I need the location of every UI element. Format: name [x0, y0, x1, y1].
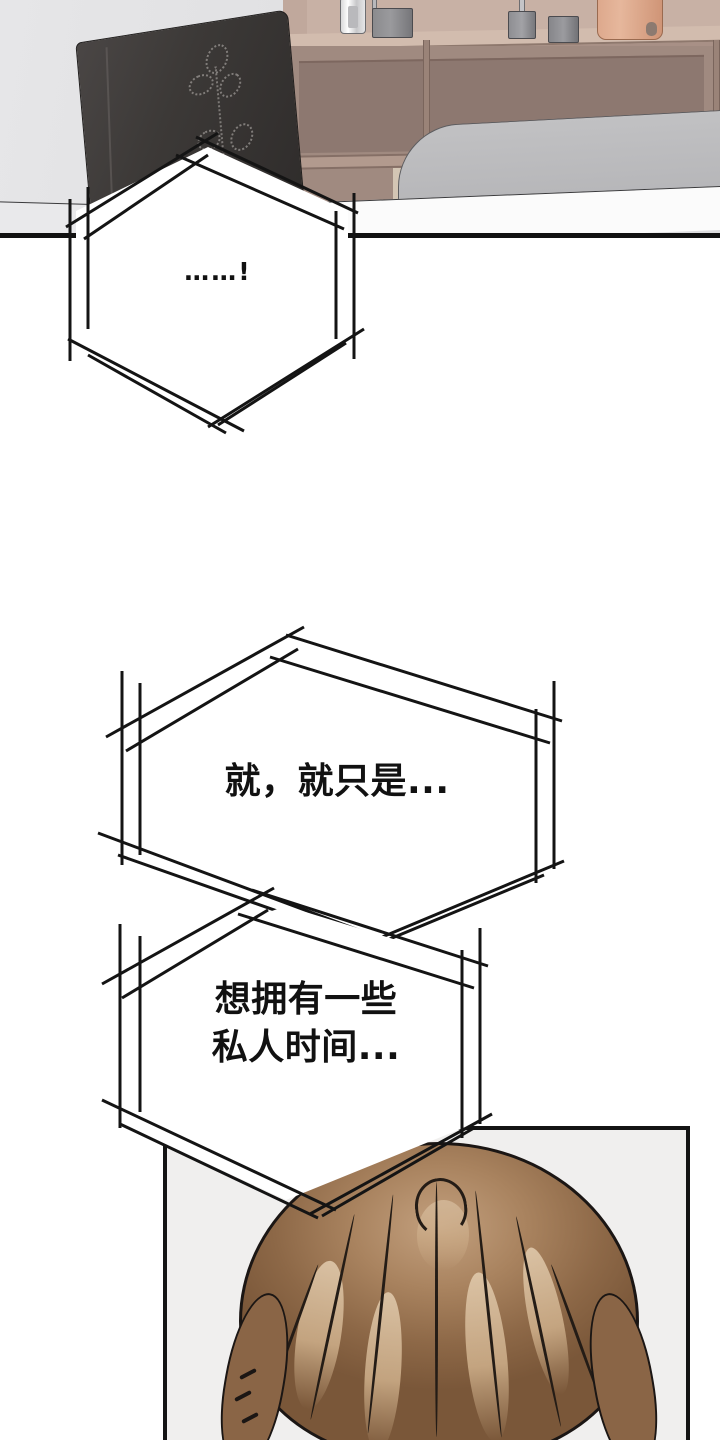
- speech-bubble-3: 想拥有一些 私人时间...: [96, 886, 516, 1220]
- gray-box-small-1: [508, 11, 536, 39]
- gray-box-large: [372, 8, 413, 38]
- speech-bubble-2-text: 就，就只是...: [224, 761, 450, 802]
- pillow-embroidery-petal: [201, 41, 233, 77]
- speech-bubble-2: 就，就只是...: [92, 625, 582, 945]
- fluster-lines: [233, 1368, 267, 1428]
- speech-bubble-3-text: 想拥有一些 私人时间...: [211, 979, 401, 1069]
- hair-strand: [435, 1182, 438, 1437]
- terracotta-pot: [597, 0, 663, 40]
- gray-box-small-2: [548, 16, 579, 43]
- panel-top-bottom-border: [0, 233, 720, 238]
- pillow-embroidery-petal: [214, 68, 246, 102]
- fluster-line: [239, 1368, 257, 1380]
- speech-bubble-1: ……!: [58, 131, 378, 435]
- glass-jar-icon: [340, 0, 366, 34]
- headboard-post-left: [423, 40, 430, 210]
- fluster-line: [241, 1412, 259, 1424]
- panel-top-bedroom-scene: [0, 0, 720, 238]
- fluster-line: [234, 1390, 252, 1402]
- pillow-embroidery-petal: [185, 70, 217, 100]
- speech-bubble-1-text: ……!: [184, 257, 252, 286]
